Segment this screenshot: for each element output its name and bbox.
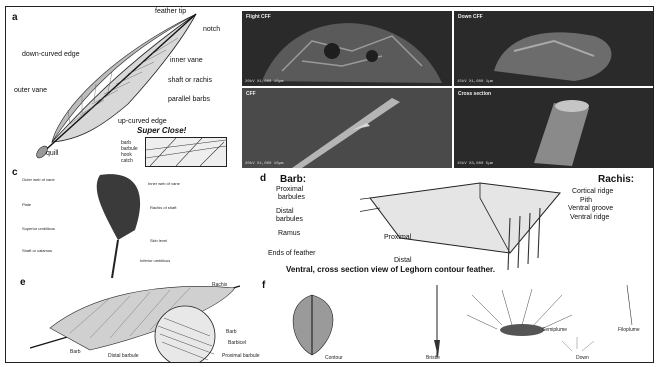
label-quill: quill: [46, 150, 58, 157]
label-outer-vane: outer vane: [14, 87, 47, 94]
label-shaft-or-calamus: Shaft or calamus: [22, 249, 52, 253]
label-proximal: Proximal: [384, 234, 411, 241]
feather-anatomy-drawing: [60, 170, 210, 280]
label-contour: Contour: [325, 356, 343, 361]
label-semiplume: Semiplume: [542, 328, 567, 333]
label-bristle: Bristle: [426, 356, 440, 361]
label-skin-level: Skin level: [150, 239, 167, 243]
label-up-curved-edge: up-curved edge: [118, 118, 167, 125]
closeup-box: [145, 137, 227, 167]
rachis-title: Rachis:: [598, 174, 634, 185]
label-down: Down: [576, 356, 589, 361]
label-feather-tip: feather tip: [155, 8, 186, 15]
label-proximal-barbules-2: barbules: [278, 194, 305, 201]
label-rachis-of-shaft: Rachis of shaft: [150, 206, 176, 210]
label-ends-of-feather: Ends of feather: [268, 250, 315, 257]
sem-caption-flight-cff: Flight CFF: [246, 14, 271, 20]
label-proximal-barbules-1: Proximal: [276, 186, 303, 193]
panel-d-caption: Ventral, cross section view of Leghorn c…: [286, 266, 495, 274]
sem-scalebar-down-cff: 15kV X1,600 1µm: [457, 80, 650, 84]
barb-hooks-drawing: [146, 138, 226, 166]
sem-image-flight-cff: Flight CFF 20kV X1,000 10µm: [242, 11, 452, 86]
panel-c-letter: c: [12, 167, 18, 178]
sem-image-down-cff: Down CFF 15kV X1,600 1µm: [454, 11, 653, 86]
label-e-barb-2: Barb: [226, 330, 237, 335]
label-ramus: Ramus: [278, 230, 300, 237]
sem-caption-down-cff: Down CFF: [458, 14, 483, 20]
label-shaft: shaft or rachis: [168, 77, 212, 84]
barb-title: Barb:: [280, 174, 306, 185]
sem-caption-cross-section: Cross section: [458, 91, 491, 97]
label-notch: notch: [203, 26, 220, 33]
label-superior-umbilicus: Superior umbilicus: [22, 227, 55, 231]
label-filoplume: Filoplume: [618, 328, 640, 333]
feather-barbule-drawing: [20, 278, 260, 362]
label-inferior-umbilicus: Inferior umbilicus: [140, 259, 170, 263]
label-e-proximal-barbule: Proximal barbule: [222, 354, 260, 359]
closeup-label-catch: catch: [121, 159, 133, 164]
label-cortical-ridge: Cortical ridge: [572, 188, 613, 195]
sem-scalebar-cff: 20kV X1,000 10µm: [245, 162, 449, 166]
label-outer-web: Outer web of vane: [22, 178, 55, 182]
super-close-title: Super Close!: [137, 127, 186, 135]
label-e-barbicel: Barbicel: [228, 341, 246, 346]
feather-types-drawing: [272, 285, 652, 361]
label-ventral-ridge: Ventral ridge: [570, 214, 609, 221]
sem-image-cross-section: Cross section 15kV X3,600 5µm: [454, 88, 653, 168]
super-close-inset: Super Close! barb barbule hook catch: [115, 127, 227, 167]
label-ventral-groove: Ventral groove: [568, 205, 613, 212]
panel-f-letter: f: [262, 280, 265, 291]
label-inner-vane: inner vane: [170, 57, 203, 64]
sem-scalebar-flight-cff: 20kV X1,000 10µm: [245, 80, 449, 84]
label-inner-web: Inner web of vane: [148, 182, 180, 186]
panel-d-letter: d: [260, 173, 266, 184]
label-plate: Plate: [22, 203, 31, 207]
label-e-distal-barbule: Distal barbule: [108, 354, 139, 359]
label-distal-barbules-1: Distal: [276, 208, 294, 215]
label-pith: Pith: [580, 197, 592, 204]
label-e-rachis: Rachis: [212, 283, 227, 288]
label-distal-barbules-2: barbules: [276, 216, 303, 223]
label-down-curved-edge: down-curved edge: [22, 51, 80, 58]
sem-caption-cff: CFF: [246, 91, 256, 97]
sem-scalebar-cross-section: 15kV X3,600 5µm: [457, 162, 650, 166]
sem-image-cff: CFF 20kV X1,000 10µm: [242, 88, 452, 168]
label-distal: Distal: [394, 257, 412, 264]
label-parallel-barbs: parallel barbs: [168, 96, 210, 103]
label-e-barb-1: Barb: [70, 350, 81, 355]
